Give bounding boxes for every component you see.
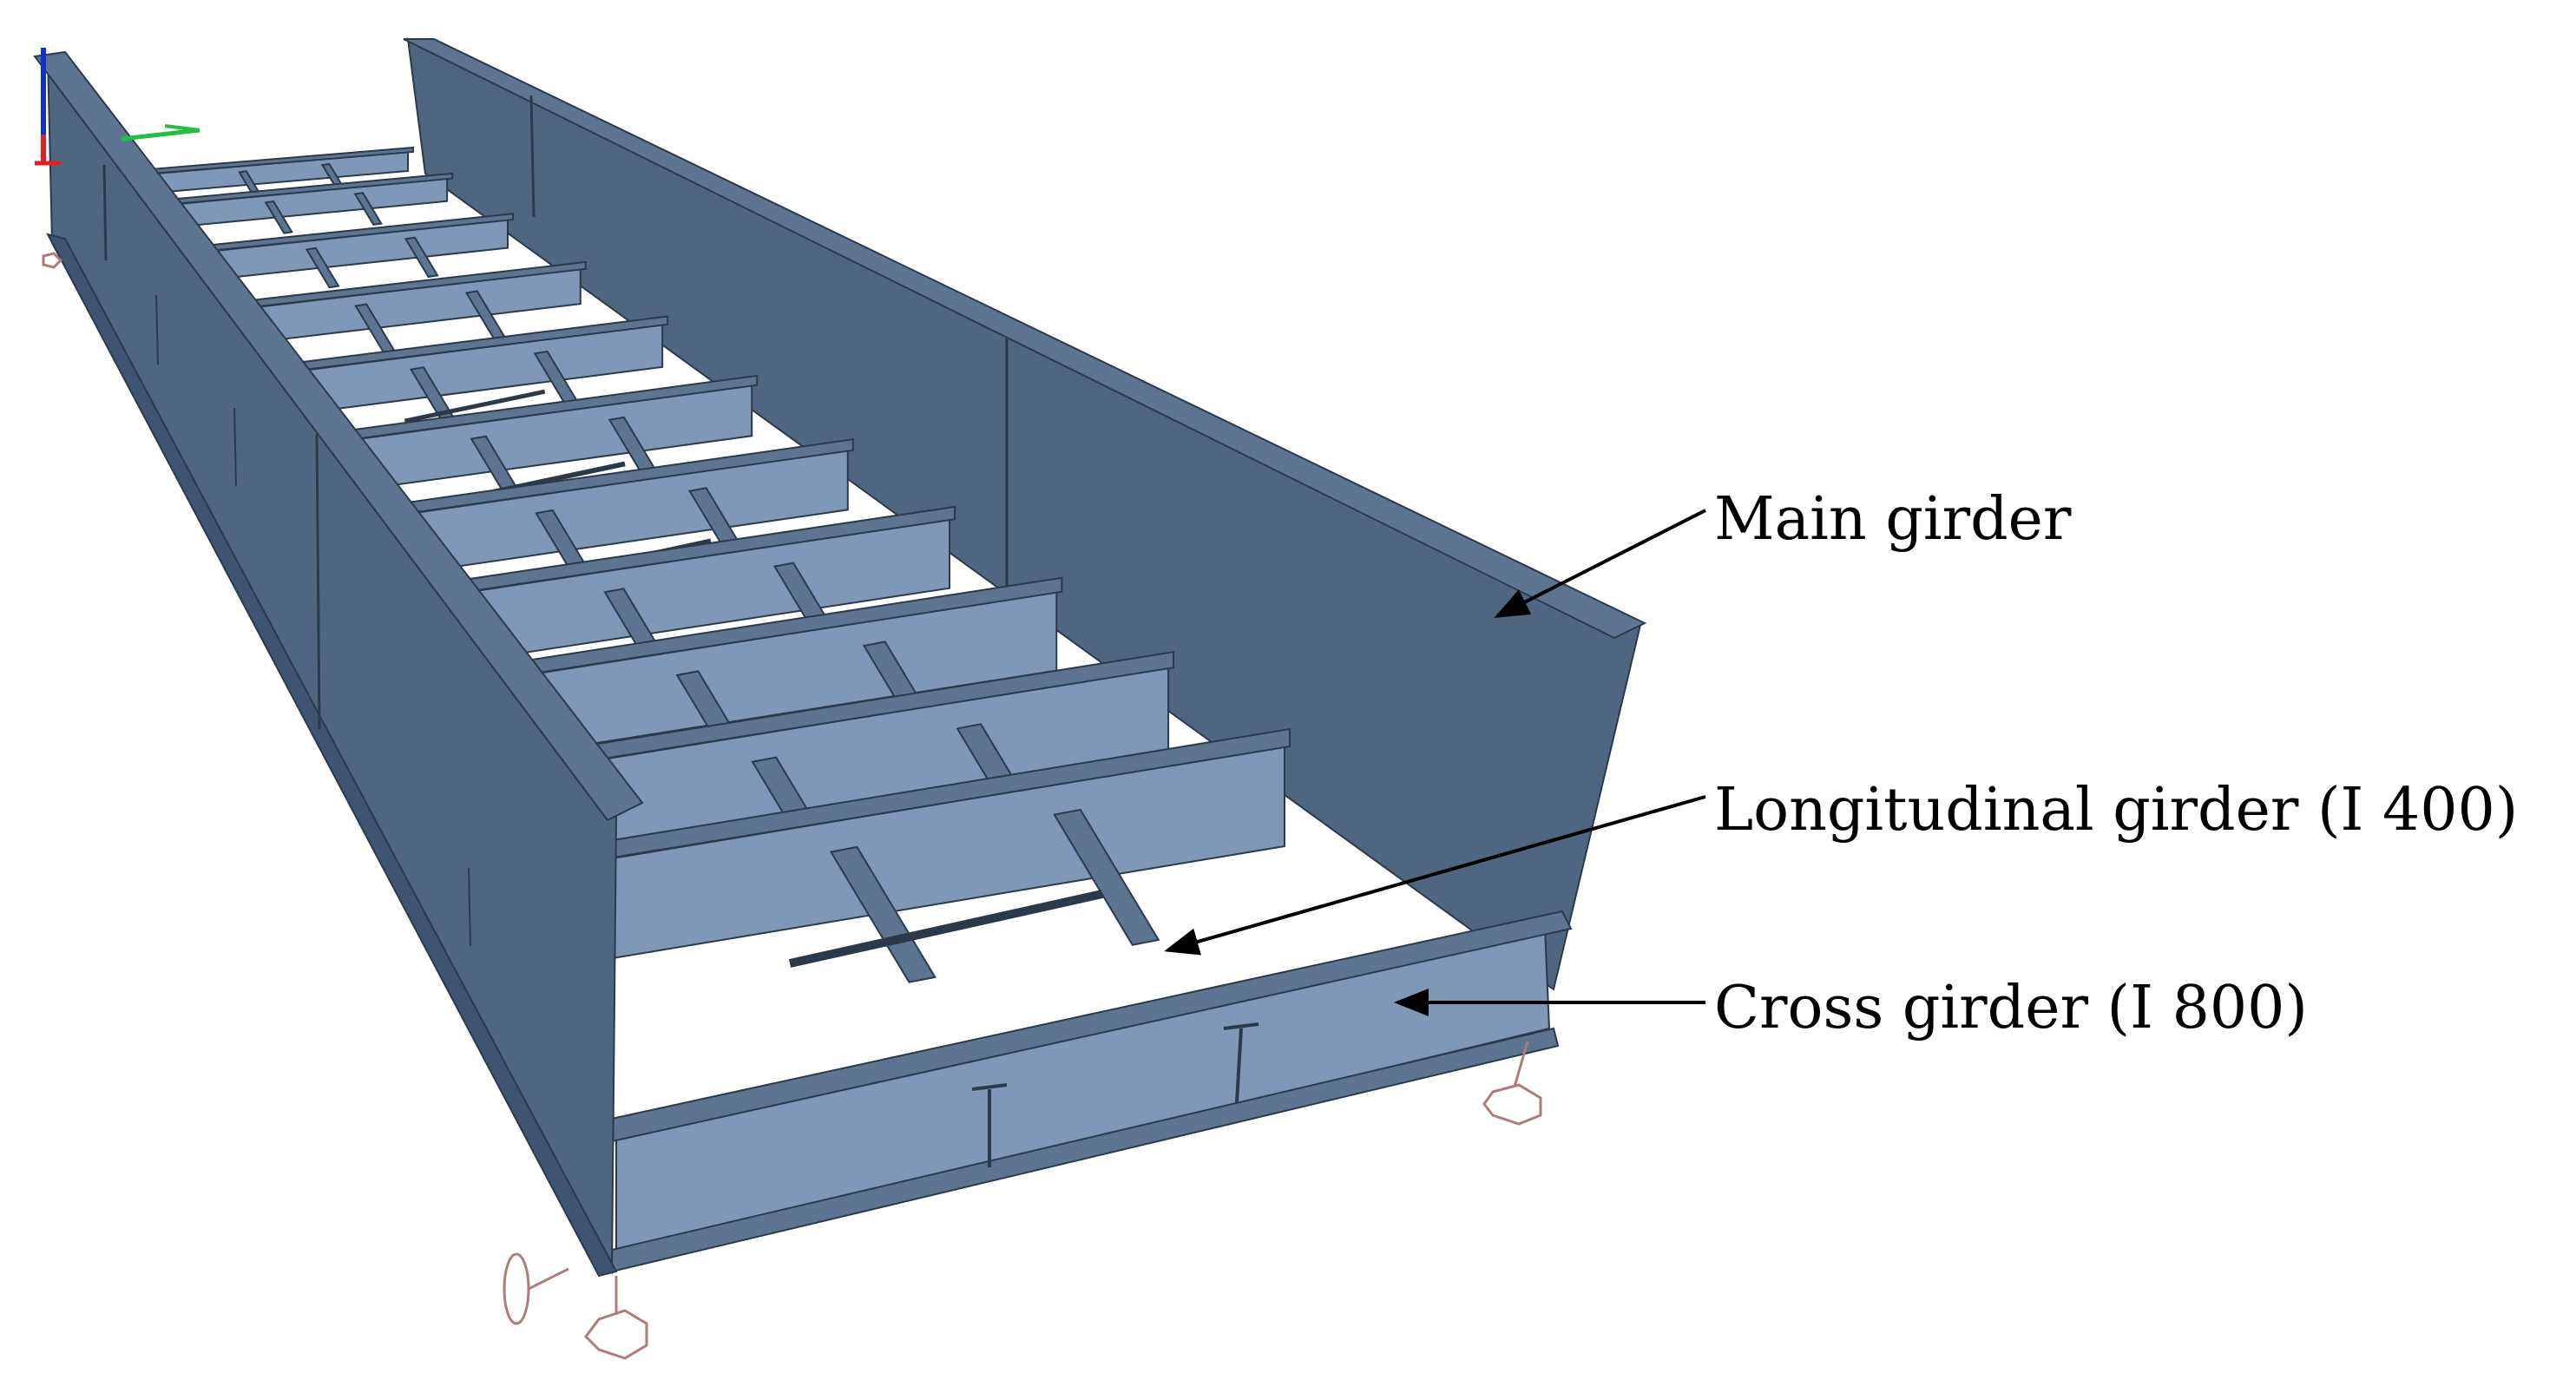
main-girder-leader-arrow: [1494, 509, 1706, 618]
support-bearing-icon: [42, 252, 1542, 1360]
longitudinal-stringer: [1053, 808, 1160, 946]
main-girder-left-top-flange: [33, 50, 644, 822]
main-girder-right-top-flange: [403, 38, 1647, 640]
longitudinal-stringer: [305, 246, 340, 289]
cross-girder-label: Cross girder (I 800): [1714, 974, 2308, 1042]
end-cross-girder: [606, 910, 1573, 1273]
longitudinal-stringer: [404, 236, 439, 279]
deck-opening: [207, 247, 536, 311]
bracing-member: [788, 890, 1104, 968]
longitudinal-girder-leader-arrow: [1164, 795, 1706, 956]
main-girder-label: Main girder: [1714, 485, 2072, 554]
cross-girders: [150, 146, 1291, 983]
longitudinal-stringer: [264, 200, 293, 234]
longitudinal-stringer: [353, 192, 383, 226]
main-girder-right: [403, 37, 1647, 991]
bracing-member: [404, 389, 546, 424]
axis-triad-icon: [35, 48, 200, 166]
longitudinal-girder-label: Longitudinal girder (I 400): [1714, 776, 2519, 844]
deck-opening: [176, 200, 469, 253]
main-girder-left-bottom-flange: [46, 233, 618, 1278]
deck-opening: [608, 846, 1389, 1055]
main-girder-left: [33, 50, 644, 1278]
leader-arrows: [1164, 509, 1706, 1016]
